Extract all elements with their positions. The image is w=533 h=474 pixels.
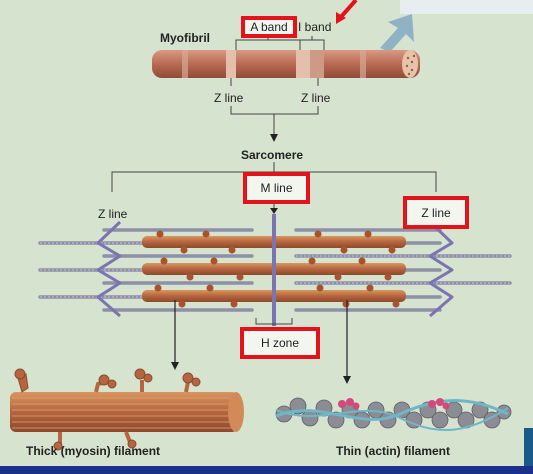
myosin-heads	[154, 230, 400, 308]
a-band-label-box: A band	[241, 16, 297, 38]
z-line-label-top-right: Z line	[301, 91, 331, 105]
thick-filament-label: Thick (myosin) filament	[26, 444, 161, 458]
z-line-label-left: Z line	[98, 207, 128, 221]
m-line	[272, 214, 276, 326]
i-band-label: I band	[298, 20, 332, 34]
pointer-arrow-red	[338, 0, 358, 20]
m-line-label-box: M line	[243, 172, 310, 204]
arrow-down-1	[270, 134, 278, 142]
z-line-label-right: Z line	[421, 205, 451, 220]
h-zone-bracket	[255, 318, 293, 325]
band-brackets	[235, 36, 325, 50]
h-zone-label-box: H zone	[240, 327, 320, 359]
a-band-label: A band	[250, 20, 288, 34]
z-disc-left	[96, 220, 122, 318]
thin-filament-label: Thin (actin) filament	[336, 444, 450, 458]
corner-decoration	[400, 0, 533, 14]
sarcomere-filaments	[38, 214, 512, 326]
thin-filament-detail	[275, 397, 512, 431]
arrow-to-thick	[171, 362, 179, 370]
m-line-label: M line	[260, 181, 293, 195]
z-line-label-top-left: Z line	[214, 91, 244, 105]
corner-tab	[524, 428, 533, 466]
bottom-bar	[0, 466, 533, 474]
z-line-label-right-box: Z line	[403, 196, 469, 229]
myofibril-label: Myofibril	[160, 31, 210, 45]
h-zone-label: H zone	[260, 336, 300, 350]
pointer-arrow-blue	[380, 14, 414, 52]
myofibril-tube	[152, 50, 420, 78]
arrow-to-thin	[343, 376, 351, 384]
sarcomere-label: Sarcomere	[241, 148, 304, 162]
z-line-brackets-top	[230, 78, 319, 136]
m-line-pointer	[270, 208, 278, 214]
thick-filament-detail	[10, 368, 244, 451]
z-disc-right	[428, 220, 454, 318]
